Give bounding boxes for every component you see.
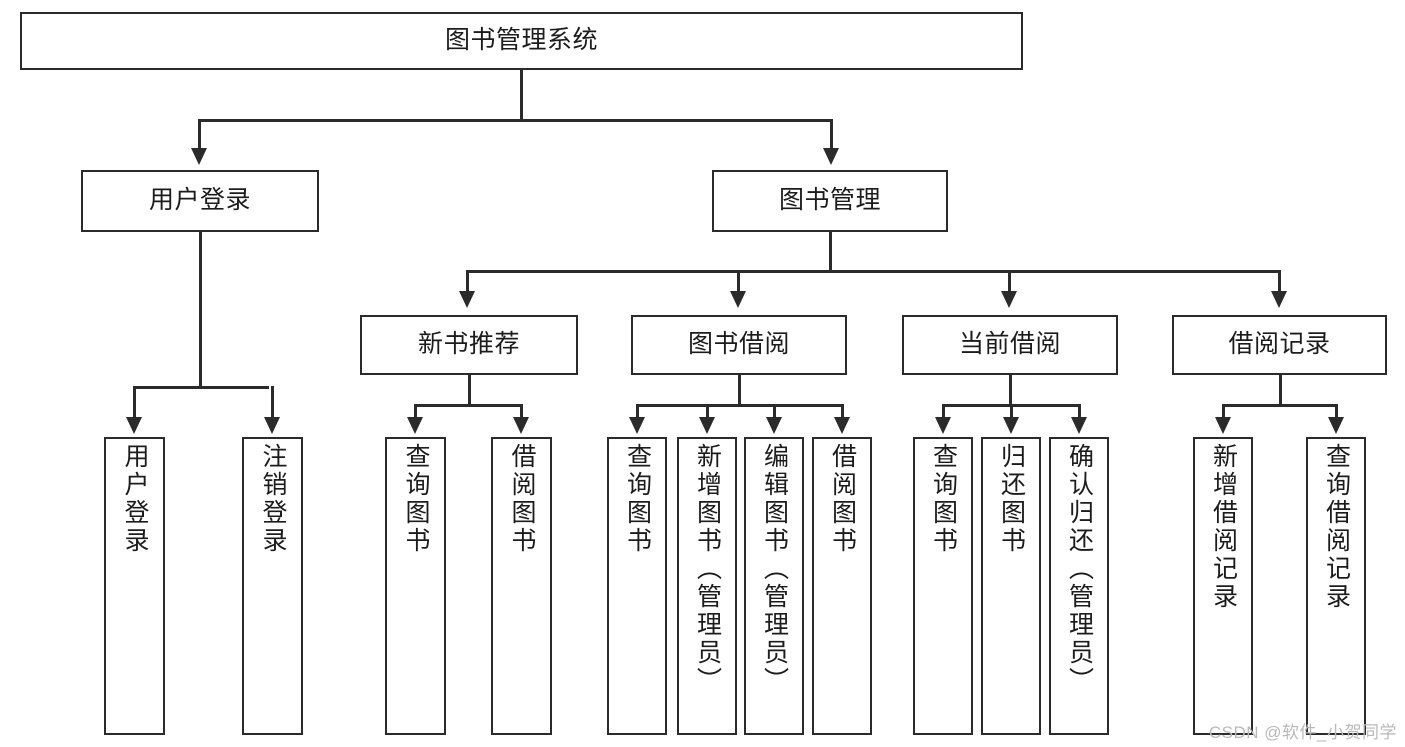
- leaf-book-borrow-3[interactable]: 编辑图书（管理员）: [744, 437, 804, 735]
- node-label: 借阅图书: [828, 443, 857, 555]
- arrow-cb-to-leaf-2: [1003, 417, 1019, 434]
- arrow-root-to-user-login: [191, 148, 207, 165]
- connector-user-login-to-leaf-2: [271, 386, 274, 418]
- node-user-login[interactable]: 用户登录: [81, 170, 319, 232]
- node-label: 新增图书（管理员）: [693, 443, 722, 695]
- node-label: 图书管理: [778, 186, 881, 215]
- connector-nbr-to-leaf-1: [414, 404, 417, 418]
- leaf-user-login-1[interactable]: 用户登录: [104, 437, 165, 735]
- leaf-borrow-record-1[interactable]: 新增借阅记录: [1193, 437, 1253, 735]
- node-label: 编辑图书（管理员）: [760, 443, 789, 695]
- connector-cb-to-leaf-3: [1078, 404, 1081, 418]
- arrow-cb-to-leaf-3: [1071, 417, 1087, 434]
- node-label: 查询图书: [402, 443, 430, 555]
- arrow-cb-to-leaf-1: [935, 417, 951, 434]
- node-label: 新增借阅记录: [1209, 443, 1238, 611]
- arrow-br-to-leaf-1: [1215, 417, 1231, 434]
- connector-user-login-stem: [199, 232, 202, 387]
- node-label: 用户登录: [148, 186, 251, 215]
- leaf-borrow-record-2[interactable]: 查询借阅记录: [1306, 437, 1366, 735]
- connector-bm-to-new-book: [466, 270, 469, 292]
- connector-cb-stem: [1009, 375, 1012, 405]
- connector-cb-to-leaf-1: [942, 404, 945, 418]
- leaf-user-login-2[interactable]: 注销登录: [242, 437, 303, 735]
- arrow-nbr-to-leaf-1: [407, 417, 423, 434]
- arrow-bb-to-leaf-3: [766, 417, 782, 434]
- node-label: 图书借阅: [687, 330, 790, 359]
- node-current-borrow[interactable]: 当前借阅: [902, 315, 1118, 375]
- node-label: 归还图书: [997, 443, 1026, 555]
- leaf-book-borrow-1[interactable]: 查询图书: [607, 437, 667, 735]
- arrow-user-login-to-leaf-2: [264, 417, 280, 434]
- connector-user-login-to-leaf-1: [133, 386, 136, 418]
- connector-root-to-user-login: [198, 119, 201, 149]
- connector-root-bus: [198, 119, 832, 122]
- arrow-bm-to-book-borrow: [730, 291, 746, 308]
- connector-root-to-book-management: [830, 119, 833, 149]
- connector-book-management-stem: [829, 232, 832, 271]
- connector-bm-to-borrow-record: [1278, 270, 1281, 292]
- leaf-book-borrow-4[interactable]: 借阅图书: [812, 437, 872, 735]
- node-borrow-record[interactable]: 借阅记录: [1172, 315, 1387, 375]
- node-label: 注销登录: [259, 443, 287, 555]
- node-root-book-management-system[interactable]: 图书管理系统: [20, 12, 1023, 70]
- node-label: 借阅记录: [1228, 330, 1331, 359]
- connector-bb-to-leaf-2: [706, 404, 709, 418]
- connector-bb-stem: [738, 375, 741, 405]
- arrow-bb-to-leaf-2: [699, 417, 715, 434]
- connector-nbr-bus: [414, 404, 522, 407]
- connector-bb-to-leaf-1: [636, 404, 639, 418]
- connector-bm-to-book-borrow: [737, 270, 740, 292]
- connector-bb-to-leaf-4: [841, 404, 844, 418]
- arrow-user-login-to-leaf-1: [126, 417, 142, 434]
- arrow-bm-to-new-book: [459, 291, 475, 308]
- leaf-new-book-recommend-1[interactable]: 查询图书: [385, 437, 446, 735]
- node-label: 当前借阅: [958, 330, 1061, 359]
- connector-root-stem: [520, 70, 523, 120]
- node-label: 新书推荐: [417, 330, 520, 359]
- leaf-new-book-recommend-2[interactable]: 借阅图书: [491, 437, 552, 735]
- connector-book-management-bus: [466, 270, 1280, 273]
- arrow-bb-to-leaf-1: [629, 417, 645, 434]
- node-label: 用户登录: [121, 443, 149, 555]
- connector-cb-to-leaf-2: [1010, 404, 1013, 418]
- node-book-borrow[interactable]: 图书借阅: [631, 315, 847, 375]
- arrow-bm-to-borrow-record: [1271, 291, 1287, 308]
- node-label: 确认归还（管理员）: [1065, 443, 1094, 695]
- leaf-book-borrow-2[interactable]: 新增图书（管理员）: [677, 437, 737, 735]
- node-label: 查询图书: [623, 443, 652, 555]
- node-label: 查询借阅记录: [1322, 443, 1351, 611]
- arrow-bm-to-current-borrow: [1001, 291, 1017, 308]
- csdn-watermark: CSDN @软件_小贺同学: [1208, 723, 1397, 742]
- node-book-management[interactable]: 图书管理: [712, 170, 948, 232]
- connector-br-to-leaf-2: [1335, 404, 1338, 418]
- node-new-book-recommend[interactable]: 新书推荐: [360, 315, 578, 375]
- connector-nbr-to-leaf-2: [520, 404, 523, 418]
- arrow-root-to-book-management: [823, 148, 839, 165]
- arrow-br-to-leaf-2: [1328, 417, 1344, 434]
- arrow-nbr-to-leaf-2: [513, 417, 529, 434]
- connector-bm-to-current-borrow: [1008, 270, 1011, 292]
- connector-bb-to-leaf-3: [773, 404, 776, 418]
- connector-nbr-stem: [468, 375, 471, 405]
- leaf-current-borrow-2[interactable]: 归还图书: [981, 437, 1041, 735]
- connector-br-to-leaf-1: [1222, 404, 1225, 418]
- leaf-current-borrow-3[interactable]: 确认归还（管理员）: [1049, 437, 1109, 735]
- connector-br-bus: [1222, 404, 1337, 407]
- connector-bb-bus: [636, 404, 842, 407]
- node-label: 借阅图书: [508, 443, 536, 555]
- node-label: 图书管理系统: [444, 26, 598, 55]
- node-label: 查询图书: [929, 443, 958, 555]
- connector-user-login-bus: [133, 386, 269, 389]
- leaf-current-borrow-1[interactable]: 查询图书: [913, 437, 973, 735]
- connector-br-stem: [1279, 375, 1282, 405]
- arrow-bb-to-leaf-4: [834, 417, 850, 434]
